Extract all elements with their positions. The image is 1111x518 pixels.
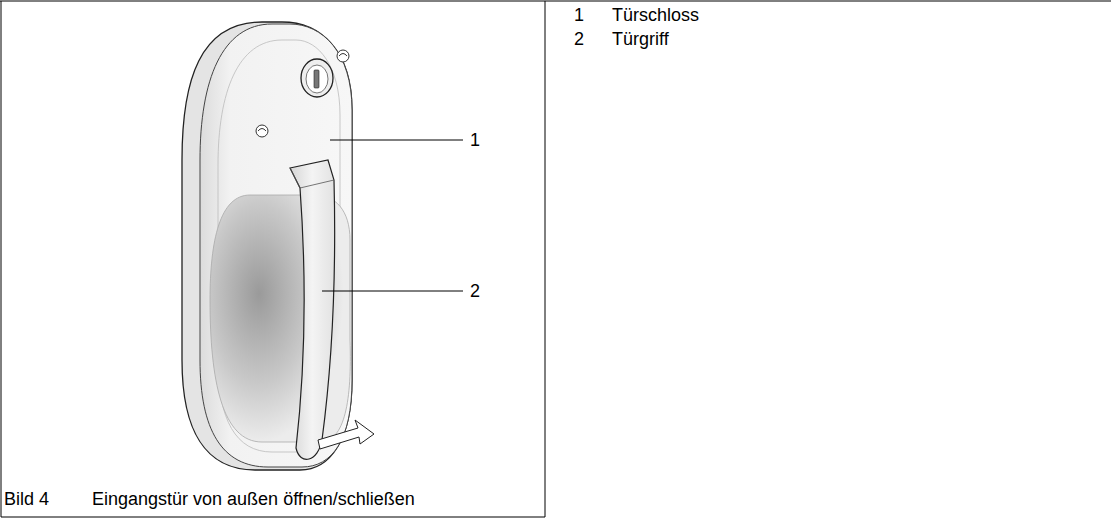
figure-caption: Eingangstür von außen öffnen/schließen <box>92 488 415 510</box>
legend-number: 2 <box>574 28 584 50</box>
figure-number: Bild 4 <box>4 488 49 510</box>
legend-number: 1 <box>574 4 584 26</box>
part-name: Türschloss <box>612 4 699 26</box>
callout-number: 1 <box>470 129 480 151</box>
part-name: Türgriff <box>612 28 669 50</box>
callout-number: 2 <box>470 280 480 302</box>
